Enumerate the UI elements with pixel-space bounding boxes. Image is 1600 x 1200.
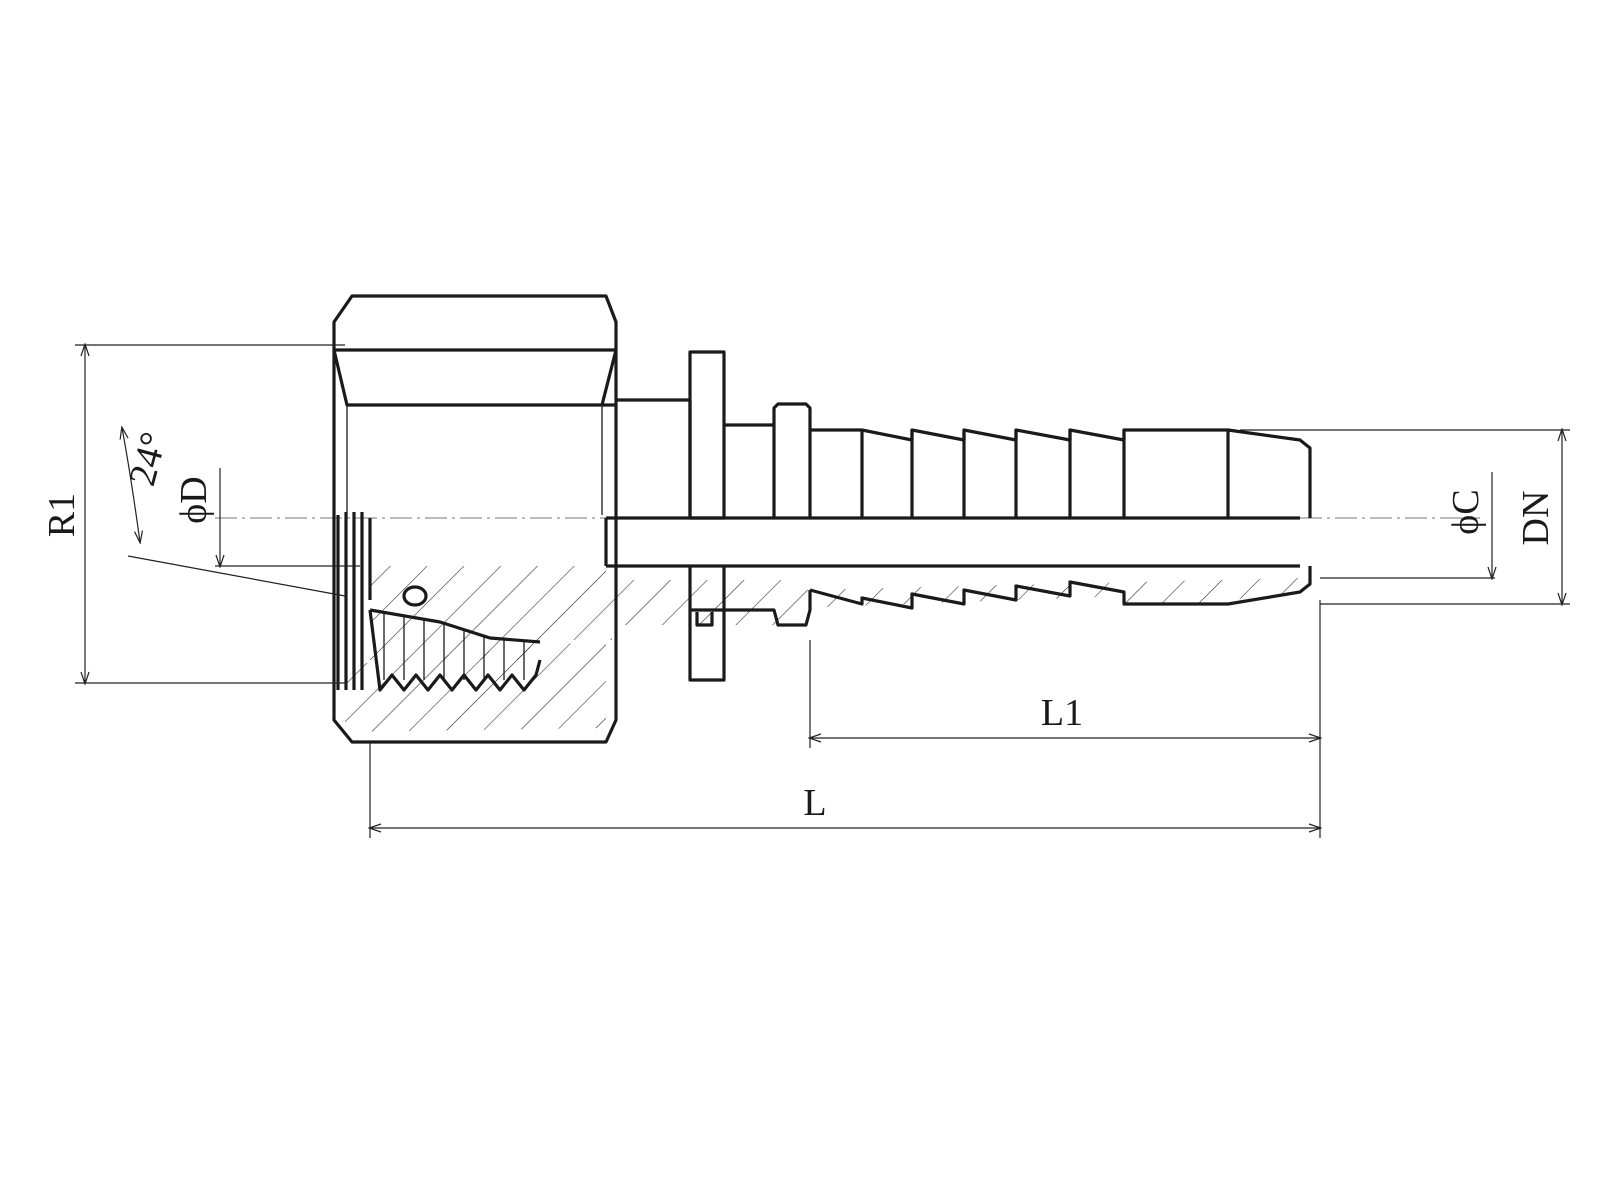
label-dn: DN (1515, 491, 1557, 546)
hex-nut (332, 294, 618, 744)
internal-thread (336, 512, 542, 692)
label-c: ϕC (1445, 489, 1487, 534)
label-d: ϕD (173, 476, 215, 523)
dimension-l (370, 742, 1320, 838)
label-l: L (803, 782, 826, 824)
dimension-angle (122, 428, 346, 597)
fitting-body (604, 350, 1300, 682)
barbed-tail (809, 428, 1312, 610)
dimension-d (215, 468, 360, 566)
label-l1: L1 (1041, 692, 1083, 734)
dimension-r1 (75, 345, 345, 683)
section-hatching (345, 566, 1300, 732)
label-r1: R1 (41, 493, 83, 537)
dimension-c (1320, 472, 1495, 578)
dimension-l1 (810, 600, 1320, 838)
dimension-dn (1240, 430, 1570, 604)
label-angle: 24° (121, 428, 175, 490)
